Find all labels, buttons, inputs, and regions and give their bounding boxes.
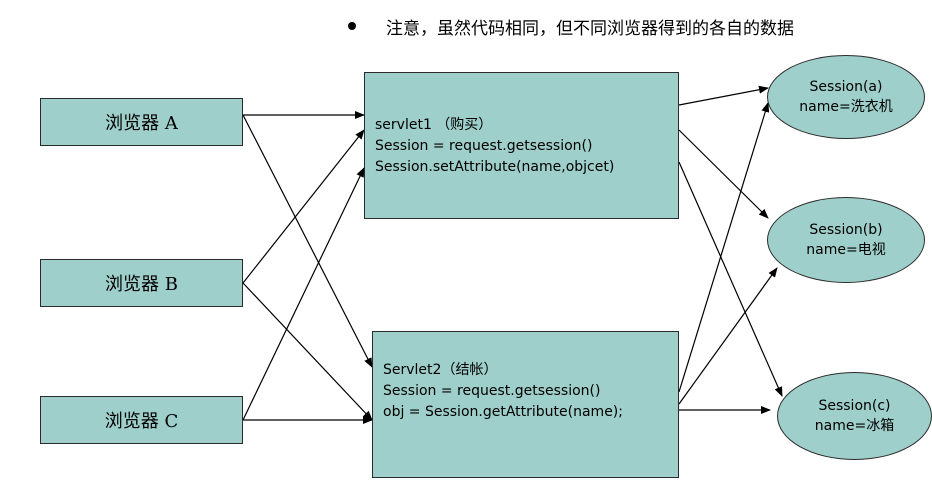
arrow-browser-b-to-servlet1 — [242, 129, 365, 284]
arrow-browser-b-to-servlet2 — [242, 282, 373, 421]
arrow-servlet1-to-session-a — [678, 85, 769, 106]
arrow-servlet1-to-session-b — [678, 129, 769, 219]
session-a-value: name=洗衣机 — [799, 99, 893, 115]
arrow-browser-a-to-servlet2 — [242, 114, 373, 368]
servlet2-box: Servlet2（结帐） Session = request.getsessio… — [372, 331, 679, 478]
note-text: 注意，虽然代码相同，但不同浏览器得到的各自的数据 — [386, 18, 794, 39]
arrow-servlet2-to-session-a — [678, 102, 770, 393]
servlet1-line: Session = request.getsession() — [375, 138, 593, 154]
browser-c-label: 浏览器 C — [104, 411, 179, 432]
session-a-id: Session(a) — [809, 79, 883, 95]
browser-b-box: 浏览器 B — [40, 259, 243, 307]
browser-a-box: 浏览器 A — [40, 98, 243, 146]
servlet2-line: Session = request.getsession() — [383, 383, 601, 399]
servlet2-line: obj = Session.getAttribute(name); — [383, 404, 623, 420]
arrow-servlet1-to-session-c — [678, 161, 783, 397]
servlet2-line: Servlet2（结帐） — [383, 362, 498, 378]
session-a-ellipse: Session(a) name=洗衣机 — [767, 55, 925, 139]
session-b-id: Session(b) — [809, 222, 883, 238]
bullet-icon — [348, 22, 356, 30]
browser-a-label: 浏览器 A — [105, 113, 178, 134]
note-row: 注意，虽然代码相同，但不同浏览器得到的各自的数据 — [348, 14, 794, 39]
browser-c-box: 浏览器 C — [40, 396, 243, 444]
session-c-id: Session(c) — [818, 398, 891, 414]
browser-b-label: 浏览器 B — [105, 274, 178, 295]
arrow-browser-c-to-servlet1 — [242, 167, 365, 421]
session-b-ellipse: Session(b) name=电视 — [767, 197, 925, 283]
session-c-ellipse: Session(c) name=冰箱 — [777, 372, 932, 460]
servlet1-box: servlet1 （购买） Session = request.getsessi… — [364, 72, 679, 219]
session-b-value: name=电视 — [806, 242, 886, 258]
servlet1-line: servlet1 （购买） — [375, 117, 493, 133]
arrow-servlet2-to-session-b — [678, 267, 778, 405]
servlet1-line: Session.setAttribute(name,objcet) — [375, 159, 615, 175]
session-c-value: name=冰箱 — [814, 418, 895, 434]
